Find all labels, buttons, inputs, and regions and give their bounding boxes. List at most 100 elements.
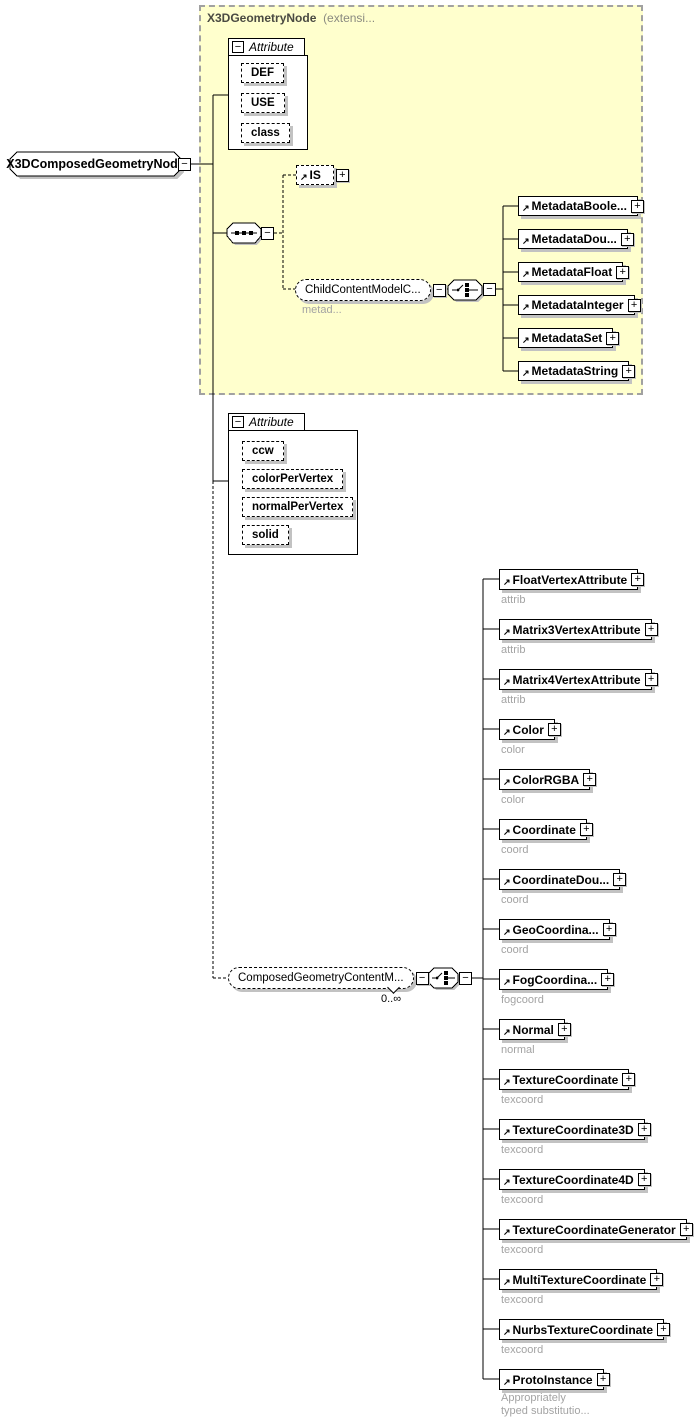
reference-arrow-icon: ↗ — [522, 368, 530, 378]
node-geocoordinate[interactable]: ↗ GeoCoordina... + — [499, 919, 616, 940]
attribute-collapse-button[interactable]: − — [232, 416, 244, 428]
reference-arrow-icon: ↗ — [503, 1026, 511, 1037]
expand-button[interactable]: + — [602, 923, 616, 936]
choice-collapse-button[interactable]: − — [459, 972, 472, 985]
root-node-label[interactable]: X3DComposedGeometryNode — [6, 157, 185, 171]
node-texturecoordinate4d[interactable]: ↗ TextureCoordinate4D + — [499, 1169, 651, 1190]
expand-button[interactable]: + — [644, 673, 658, 686]
node-floatvertexattribute[interactable]: ↗ FloatVertexAttribute + — [499, 569, 645, 590]
node-texturecoordinategenerator[interactable]: ↗ TextureCoordinateGenerator + — [499, 1219, 693, 1240]
expand-button[interactable]: + — [627, 299, 641, 312]
node-metadata-boolean[interactable]: ↗ MetadataBoole... + — [518, 196, 644, 216]
reference-arrow-icon: ↗ — [503, 1226, 511, 1237]
expand-button[interactable]: + — [547, 723, 561, 736]
expand-button[interactable]: + — [613, 873, 627, 886]
node-metadata-integer[interactable]: ↗ MetadataInteger + — [518, 295, 641, 315]
element-role-label: texcoord — [501, 1094, 544, 1106]
node-metadata-string[interactable]: ↗ MetadataString + — [518, 361, 636, 381]
attribute-group-header: Attribute — [249, 40, 294, 54]
expand-button[interactable]: + — [557, 1023, 571, 1036]
expand-button[interactable]: + — [650, 1273, 664, 1286]
node-colorrgba[interactable]: ↗ ColorRGBA + — [499, 769, 597, 790]
node-normal[interactable]: ↗ Normal + — [499, 1019, 571, 1040]
node-label: Matrix3VertexAttribute — [512, 622, 641, 637]
node-matrix3vertexattribute[interactable]: ↗ Matrix3VertexAttribute + — [499, 619, 658, 640]
element-role-label: color — [501, 744, 525, 756]
attribute-group-body: DEF USE class — [228, 55, 308, 150]
expand-button[interactable]: + — [579, 823, 593, 836]
extension-base-type: X3DGeometryNode — [207, 11, 317, 25]
node-is[interactable]: ↗ IS + — [296, 165, 349, 185]
reference-arrow-icon: ↗ — [503, 926, 511, 937]
expand-button[interactable]: + — [644, 623, 658, 636]
node-label: Coordinate — [512, 822, 576, 837]
expand-button[interactable]: + — [657, 1323, 671, 1336]
node-label: TextureCoordinate — [512, 1072, 619, 1087]
expand-button[interactable]: + — [620, 233, 634, 246]
attribute-collapse-button[interactable]: − — [232, 41, 244, 53]
attribute-class[interactable]: class — [241, 123, 290, 143]
expand-button[interactable]: + — [335, 169, 349, 182]
expand-button[interactable]: + — [630, 200, 644, 213]
node-label: ProtoInstance — [512, 1372, 593, 1387]
root-collapse-button[interactable]: − — [178, 158, 191, 171]
node-metadata-set[interactable]: ↗ MetadataSet + — [518, 328, 620, 348]
reference-arrow-icon: ↗ — [522, 335, 530, 345]
collapse-button[interactable]: − — [432, 284, 446, 297]
dashed-connectors — [212, 174, 296, 979]
expand-button[interactable]: + — [583, 773, 597, 786]
collapse-button[interactable]: − — [415, 972, 429, 985]
reference-arrow-icon: ↗ — [522, 302, 530, 312]
node-metadata-double[interactable]: ↗ MetadataDou... + — [518, 229, 634, 249]
node-label: NurbsTextureCoordinate — [512, 1322, 654, 1337]
reference-arrow-icon: ↗ — [503, 726, 511, 737]
group-label: ChildContentModelC... — [305, 284, 421, 296]
attribute-colorpervertex[interactable]: colorPerVertex — [242, 469, 344, 489]
node-coordinatedouble[interactable]: ↗ CoordinateDou... + — [499, 869, 627, 890]
expand-button[interactable]: + — [606, 332, 620, 345]
node-nurbstexturecoordinate[interactable]: ↗ NurbsTextureCoordinate + — [499, 1319, 671, 1340]
expand-button[interactable]: + — [596, 1373, 610, 1386]
expand-button[interactable]: + — [622, 1073, 636, 1086]
sequence-collapse-button[interactable]: − — [261, 227, 274, 240]
node-metadata-float[interactable]: ↗ MetadataFloat + — [518, 262, 630, 282]
node-matrix4vertexattribute[interactable]: ↗ Matrix4VertexAttribute + — [499, 669, 658, 690]
node-coordinate[interactable]: ↗ Coordinate + — [499, 819, 593, 840]
reference-arrow-icon: ↗ — [503, 1126, 511, 1137]
expand-button[interactable]: + — [637, 1173, 651, 1186]
node-label: MetadataString — [531, 364, 619, 378]
node-protoinstance[interactable]: ↗ ProtoInstance + — [499, 1369, 610, 1390]
reference-arrow-icon: ↗ — [522, 236, 530, 246]
attribute-normalpervertex[interactable]: normalPerVertex — [242, 497, 354, 517]
expand-button[interactable]: + — [616, 266, 630, 279]
group-child-content-model[interactable]: ChildContentModelC... − — [295, 279, 446, 301]
group-composed-geometry-content[interactable]: ComposedGeometryContentM... − — [228, 967, 429, 989]
element-role-label: texcoord — [501, 1344, 544, 1356]
expand-button[interactable]: + — [637, 1123, 651, 1136]
node-texturecoordinate3d[interactable]: ↗ TextureCoordinate3D + — [499, 1119, 651, 1140]
node-label: IS — [309, 168, 321, 182]
attribute-ccw[interactable]: ccw — [242, 441, 284, 461]
node-label: Matrix4VertexAttribute — [512, 672, 641, 687]
attribute-solid[interactable]: solid — [242, 525, 289, 545]
node-label: MetadataBoole... — [531, 199, 627, 213]
element-role-label: Appropriately — [501, 1392, 566, 1404]
expand-button[interactable]: + — [622, 365, 636, 378]
node-color[interactable]: ↗ Color + — [499, 719, 561, 740]
node-multitexturecoordinate[interactable]: ↗ MultiTextureCoordinate + — [499, 1269, 664, 1290]
root-node-shape[interactable] — [9, 151, 184, 179]
expand-button[interactable]: + — [601, 973, 615, 986]
reference-arrow-icon: ↗ — [300, 172, 308, 182]
node-texturecoordinate[interactable]: ↗ TextureCoordinate + — [499, 1069, 636, 1090]
node-fogcoordinate[interactable]: ↗ FogCoordina... + — [499, 969, 615, 990]
attribute-use[interactable]: USE — [241, 93, 285, 113]
node-label: MetadataFloat — [531, 265, 613, 279]
element-role-label: normal — [501, 1044, 535, 1056]
node-label: MetadataSet — [531, 331, 603, 345]
expand-button[interactable]: + — [631, 573, 645, 586]
node-label: FloatVertexAttribute — [512, 572, 628, 587]
expand-button[interactable]: + — [679, 1223, 693, 1236]
choice-collapse-button[interactable]: − — [483, 283, 496, 296]
attribute-def[interactable]: DEF — [241, 63, 284, 83]
reference-arrow-icon: ↗ — [503, 676, 511, 687]
